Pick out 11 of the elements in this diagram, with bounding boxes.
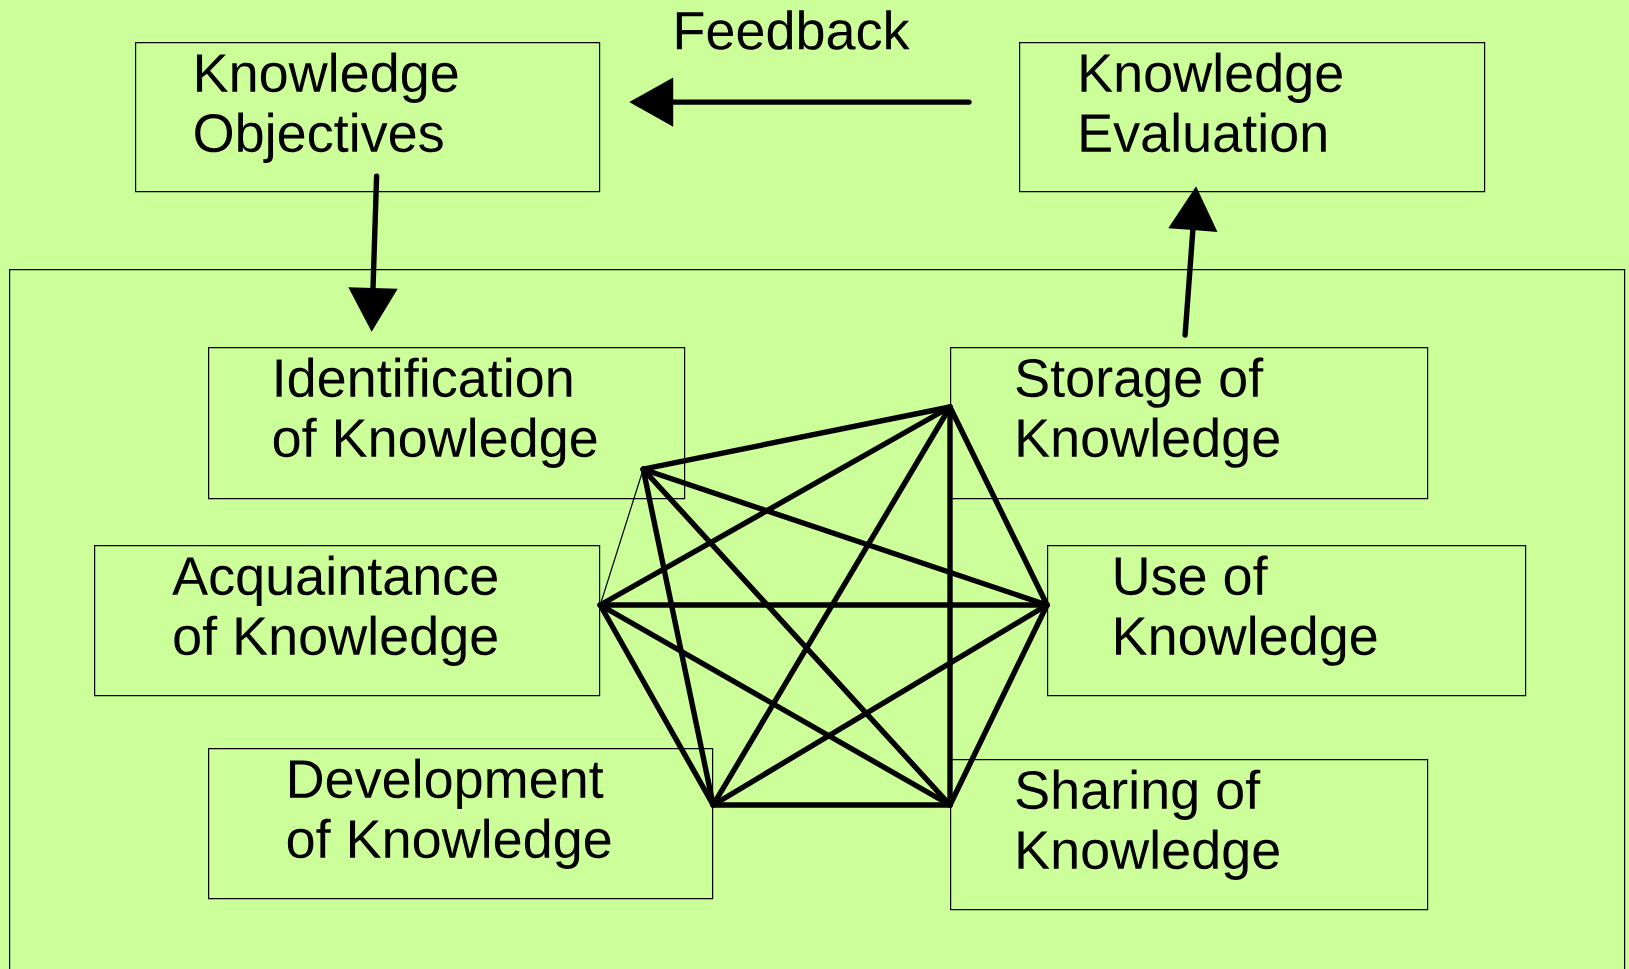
process-box: Sharing of Knowledge <box>950 759 1429 911</box>
process-box: Knowledge Evaluation <box>1019 42 1486 193</box>
process-box: Use of Knowledge <box>1047 545 1527 697</box>
process-box: Knowledge Objectives <box>135 42 601 193</box>
process-box: Development of Knowledge <box>208 748 714 900</box>
edge-label: Feedback <box>676 10 910 50</box>
process-box: Identification of Knowledge <box>208 347 686 500</box>
process-box: Storage of Knowledge <box>950 347 1429 500</box>
process-box: Acquaintance of Knowledge <box>94 545 601 697</box>
connecting-line <box>710 802 953 808</box>
group-frame <box>9 269 1626 969</box>
